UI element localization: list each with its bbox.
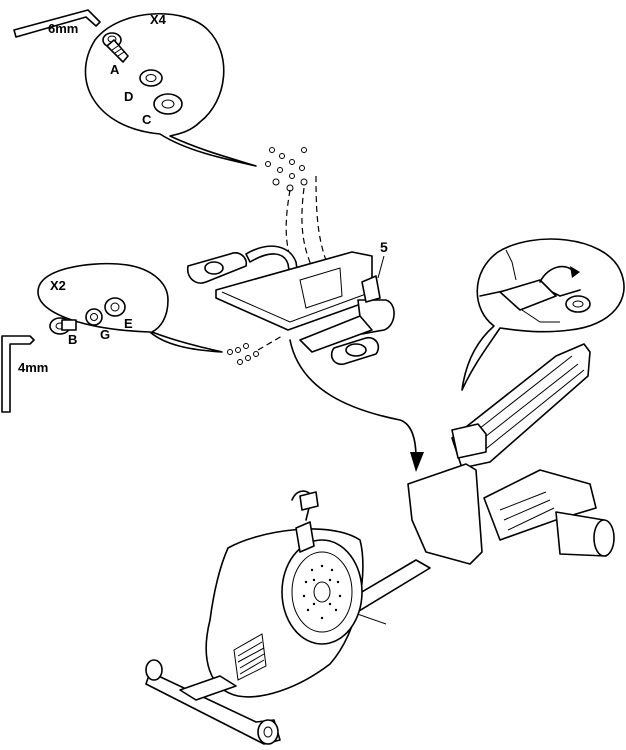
part-label-g: G bbox=[100, 327, 110, 342]
hardware-callout-top: 6mm X4 A D C bbox=[13, 9, 257, 167]
hardware-stack-left bbox=[227, 343, 259, 365]
washer-c-icon bbox=[153, 93, 183, 115]
part-label-b: B bbox=[68, 332, 77, 347]
hex-key-4mm-icon bbox=[1, 335, 35, 413]
part-number-5: 5 bbox=[380, 239, 388, 255]
hardware-callout-left: X2 4mm B G E bbox=[1, 262, 223, 413]
tool-label-4mm: 4mm bbox=[18, 360, 48, 375]
flywheel-vent-pattern bbox=[302, 564, 342, 620]
part-label-d: D bbox=[124, 89, 133, 104]
tool-label-6mm: 6mm bbox=[48, 21, 78, 36]
part-label-a: A bbox=[110, 62, 120, 77]
part-label-e: E bbox=[124, 316, 133, 331]
hardware-stack-top bbox=[265, 147, 308, 192]
seat-frame-part: 5 bbox=[186, 147, 395, 366]
washer-e-icon bbox=[104, 297, 126, 317]
bolt-a-icon bbox=[102, 32, 129, 63]
assembly-arrow-icon bbox=[289, 339, 424, 472]
washer-g-icon bbox=[85, 308, 103, 326]
cable-detail-callout bbox=[461, 238, 625, 391]
washer-d-icon bbox=[139, 69, 163, 87]
part-label-c: C bbox=[142, 112, 152, 127]
hex-key-6mm-icon bbox=[13, 9, 101, 38]
quantity-label-x4: X4 bbox=[150, 12, 167, 27]
bolt-b-icon bbox=[49, 317, 77, 335]
recumbent-bike-body bbox=[145, 343, 615, 745]
quantity-label-x2: X2 bbox=[50, 278, 66, 293]
